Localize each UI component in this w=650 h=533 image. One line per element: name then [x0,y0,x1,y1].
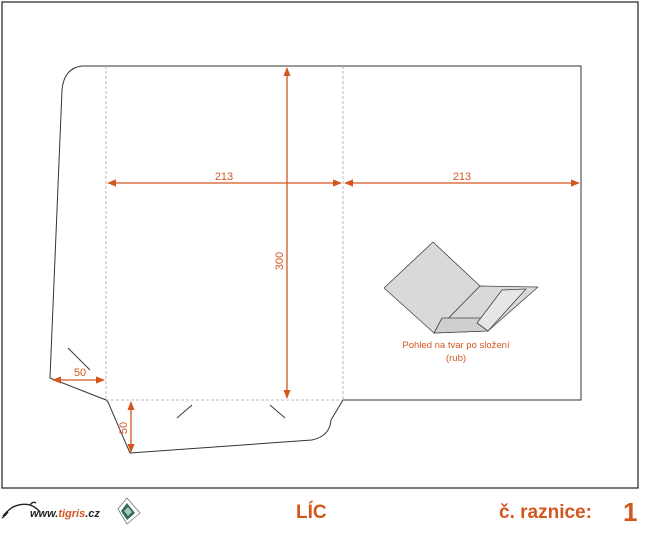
brand-website[interactable]: www.tigris.cz [30,508,100,520]
die-number: 1 [623,497,638,527]
dim-height-label: 300 [274,252,286,270]
fold-lines [105,66,344,401]
dim-flap-label: 50 [74,367,86,379]
die-outline [49,65,582,454]
dim-pocket-label: 50 [118,422,130,434]
emblem-icon [117,497,141,525]
folded-preview [383,241,539,334]
preview-caption-line1: Pohled na tvar po složení [402,340,510,351]
brand-name: tigris [58,508,86,520]
die-number-label: č. raznice: [499,502,592,523]
drawing-frame [1,1,639,489]
dim-right-width-label: 213 [453,171,471,183]
side-label: LÍC [296,502,327,523]
tiger-logo-icon [1,501,41,519]
dimension-lines [52,67,580,453]
preview-caption-line2: (rub) [446,353,466,364]
dim-left-width-label: 213 [215,171,233,183]
brand-prefix: www. [30,508,59,520]
pocket-slits [67,347,286,419]
brand-suffix: .cz [85,508,100,520]
